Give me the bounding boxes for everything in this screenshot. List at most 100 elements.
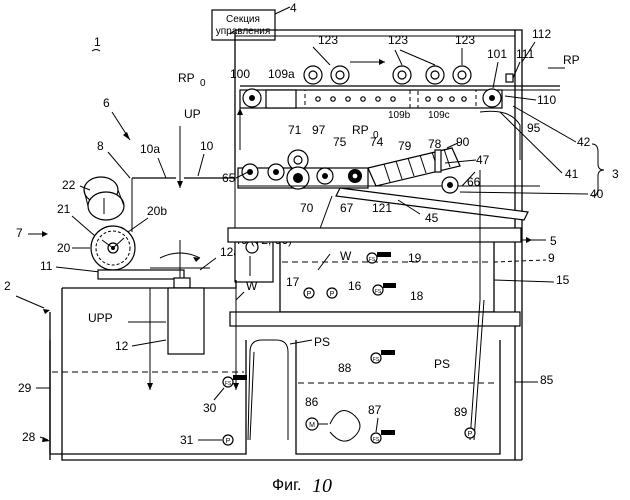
sensor-87-text: FS (373, 437, 380, 443)
pump-31-text: P (226, 438, 231, 445)
label-100: 100 (230, 67, 250, 81)
pump-17: P (304, 288, 314, 298)
pump-31: P (223, 435, 233, 445)
label-upp: UPP (88, 311, 113, 325)
label-41: 41 (565, 167, 579, 181)
label-15: 15 (556, 273, 570, 287)
label-78: 78 (428, 137, 442, 151)
stopper-90 (435, 150, 441, 172)
label-89: 89 (454, 405, 468, 419)
sensor-19-text: FS (369, 257, 376, 263)
label-rp: RP (563, 53, 580, 67)
label-6: 6 (103, 96, 110, 110)
label-123c: 123 (455, 33, 475, 47)
label-22: 22 (62, 178, 76, 192)
caption-number: 10 (312, 475, 332, 497)
label-111: 111 (516, 47, 535, 61)
label-28: 28 (22, 430, 36, 444)
control-label-line1: Секция (226, 14, 260, 25)
label-ps-right: PS (434, 357, 450, 371)
label-85: 85 (540, 373, 554, 387)
label-123a: 123 (318, 33, 338, 47)
block-109a (266, 90, 296, 108)
label-ps-left: PS (314, 335, 330, 349)
label-rp0-top: RP (178, 71, 195, 85)
label-2: 2 (4, 279, 11, 293)
label-17: 17 (286, 275, 300, 289)
label-w-upper: W (340, 249, 352, 263)
pump-16-text: P (330, 291, 335, 298)
plate-lower (230, 312, 520, 326)
label-11: 11 (40, 259, 53, 273)
label-7: 7 (16, 226, 23, 240)
label-w-lower: W (246, 279, 258, 293)
pump-89-text: P (468, 431, 473, 438)
sensor-87: FS (371, 430, 395, 443)
label-1: 1 (94, 35, 101, 49)
label-70: 70 (300, 201, 314, 215)
label-up: UP (184, 107, 201, 121)
label-88: 88 (338, 361, 352, 375)
sensor-88: FS (371, 350, 395, 363)
label-45: 45 (425, 211, 439, 225)
pump-89: P (465, 428, 475, 438)
label-74: 74 (370, 135, 384, 149)
label-12: 12 (115, 339, 129, 353)
lower-cabinet (62, 280, 522, 460)
label-42: 42 (577, 135, 591, 149)
label-67: 67 (340, 201, 354, 215)
sensor-19: FS (367, 252, 391, 263)
motor-86-text: M (309, 422, 315, 429)
shelf-5 (228, 228, 521, 242)
label-rp0-top-sub: 0 (200, 78, 206, 89)
label-10: 10 (200, 139, 214, 153)
label-5: 5 (550, 234, 557, 248)
leader-4 (275, 7, 290, 14)
label-71: 71 (288, 123, 302, 137)
label-3: 3 (612, 167, 619, 181)
label-18: 18 (410, 289, 424, 303)
label-9: 9 (548, 251, 555, 265)
sensor-111 (506, 74, 513, 82)
sensor-88-text: FS (373, 357, 380, 363)
label-19: 19 (408, 251, 422, 265)
container-12 (168, 288, 204, 354)
sensor-18: FS (373, 283, 396, 295)
stage-11 (98, 270, 184, 279)
label-31: 31 (180, 433, 194, 447)
label-4: 4 (290, 1, 297, 15)
pump-17-text: P (307, 291, 312, 298)
label-rp0-mid: RP (352, 123, 369, 137)
label-86: 86 (305, 395, 319, 409)
control-label-line2: управления (216, 26, 271, 37)
label-109a: 109a (268, 67, 295, 81)
label-90: 90 (456, 135, 470, 149)
label-47: 47 (476, 153, 490, 167)
label-16: 16 (348, 279, 362, 293)
pump-16: P (327, 288, 337, 298)
label-21: 21 (57, 202, 71, 216)
sensor-30-text: FS (225, 381, 232, 387)
caption-prefix: Фиг. (272, 477, 301, 494)
label-29: 29 (18, 381, 32, 395)
label-66: 66 (467, 175, 481, 189)
label-101: 101 (487, 47, 507, 61)
label-97: 97 (312, 123, 326, 137)
tilde-1 (92, 50, 100, 52)
label-20: 20 (57, 241, 71, 255)
sensor-18-text: FS (375, 289, 382, 295)
motor-86: M (306, 411, 360, 442)
label-123b: 123 (388, 33, 408, 47)
label-109c: 109c (428, 110, 450, 121)
label-112: 112 (532, 27, 551, 41)
label-79: 79 (398, 139, 412, 153)
label-121: 121 (372, 201, 392, 215)
label-110: 110 (537, 93, 556, 107)
label-95: 95 (527, 121, 541, 135)
upper-rollers (304, 66, 471, 84)
label-109b: 109b (388, 110, 411, 121)
label-20b: 20b (147, 204, 167, 218)
label-75: 75 (333, 135, 347, 149)
